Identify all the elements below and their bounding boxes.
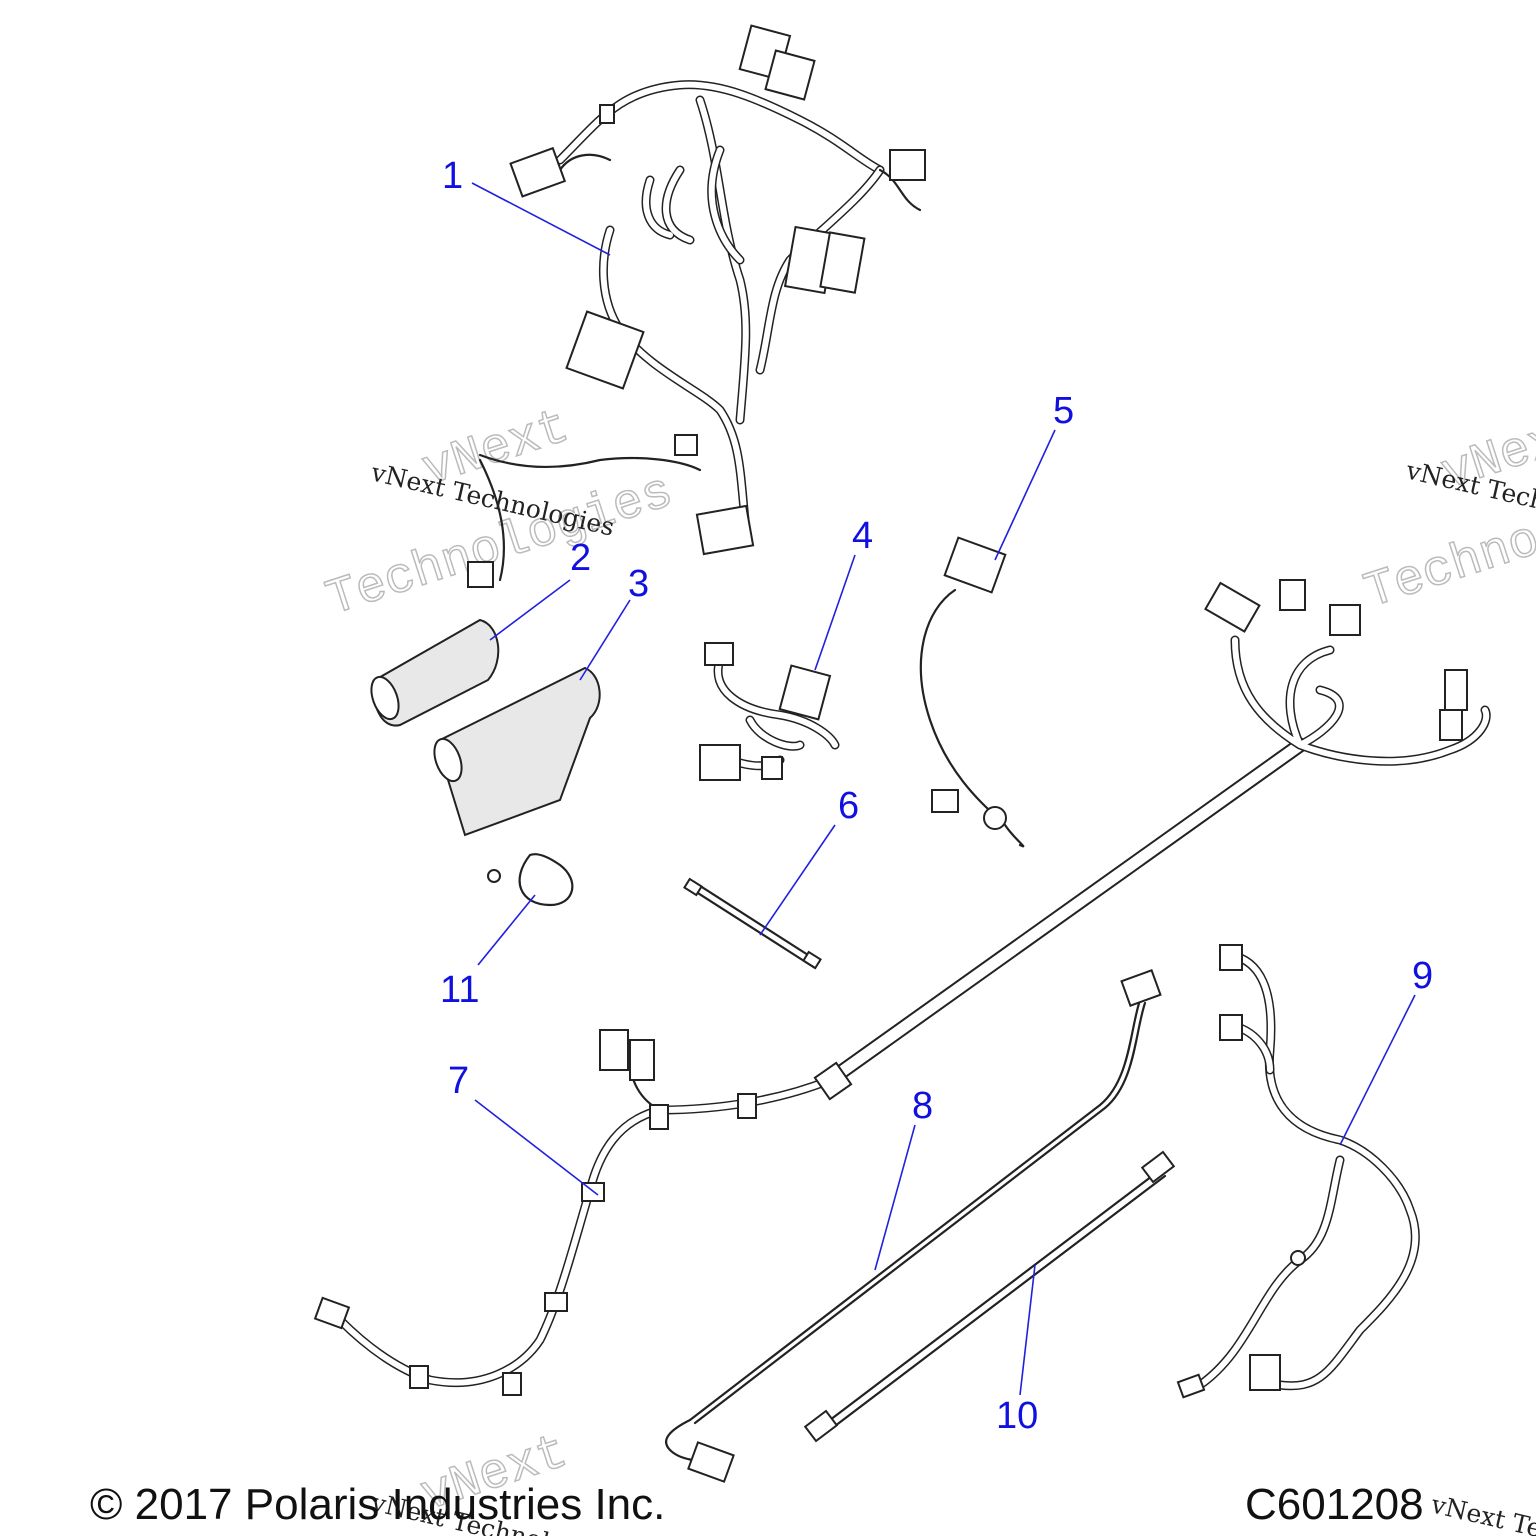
callout-11: 11 [440, 969, 479, 1011]
part-6-fuse-link [683, 877, 822, 970]
part-9-branched-lead [1176, 944, 1420, 1399]
diagram-id: C601208 [1245, 1480, 1424, 1529]
callout-5: 5 [1053, 390, 1074, 432]
callouts: 1 2 3 4 5 6 7 8 9 10 11 [440, 155, 1433, 1437]
part-8-long-lead [665, 969, 1162, 1483]
leader-11 [477, 894, 536, 966]
leader-3 [579, 599, 631, 681]
callout-9: 9 [1412, 955, 1433, 997]
watermark-text-bottom-right: vNext Technologies [1428, 1489, 1536, 1536]
callout-7: 7 [448, 1060, 469, 1102]
part-5-sensor-lead [919, 536, 1025, 848]
callout-8: 8 [912, 1085, 933, 1127]
leader-10 [1019, 1264, 1036, 1396]
leader-1 [471, 182, 611, 256]
part-7-chassis-harness [313, 579, 1491, 1396]
callout-2: 2 [570, 537, 591, 579]
leader-7 [474, 1099, 599, 1196]
leader-6 [759, 824, 836, 936]
part-11-cable-tie [487, 853, 574, 907]
part-1-main-harness [467, 24, 926, 588]
callout-4: 4 [852, 515, 873, 557]
leader-lines [471, 182, 1416, 1396]
leader-2 [489, 579, 571, 641]
callout-3: 3 [628, 563, 649, 605]
part-4-sub-harness [699, 642, 840, 781]
leader-5 [994, 429, 1056, 561]
callout-10: 10 [996, 1395, 1038, 1437]
part-2-sleeve [370, 618, 500, 727]
leader-9 [1339, 994, 1416, 1146]
copyright-text: © 2017 Polaris Industries Inc. [90, 1480, 666, 1529]
leader-4 [814, 554, 856, 671]
leader-8 [874, 1124, 916, 1271]
part-10-straight-lead [803, 1150, 1176, 1443]
callout-1: 1 [442, 155, 463, 197]
part-3-sleeve [433, 666, 601, 837]
callout-6: 6 [838, 785, 859, 827]
